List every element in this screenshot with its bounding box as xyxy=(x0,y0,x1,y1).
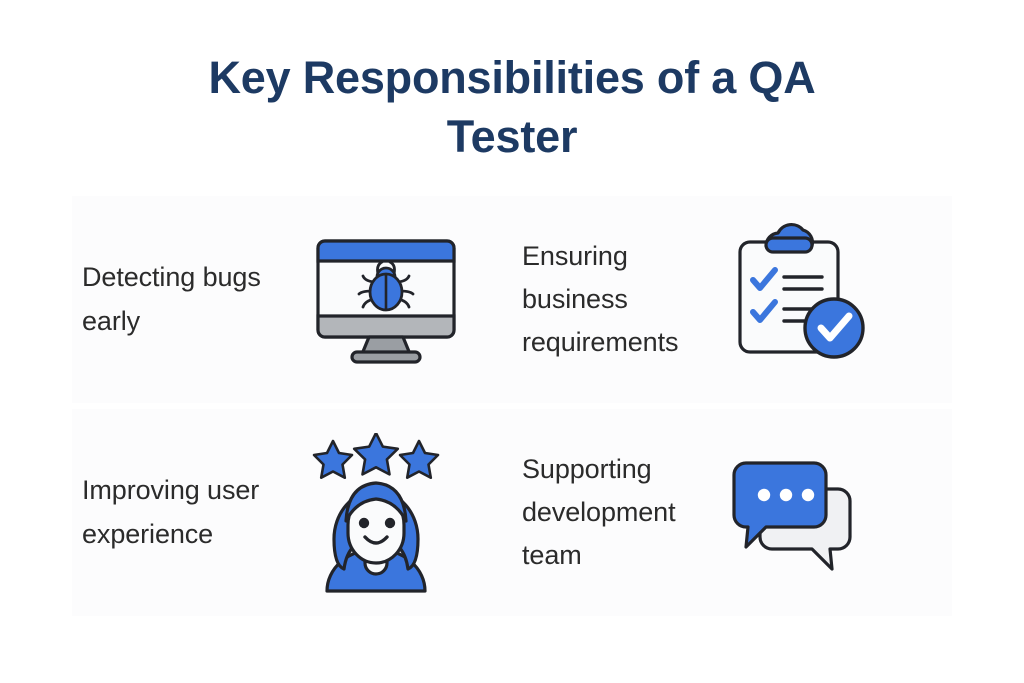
card-improving-user-experience: Improving user experience xyxy=(72,409,512,616)
clipboard-checklist-icon xyxy=(726,222,878,374)
title-block: Key Responsibilities of a QA Tester xyxy=(0,48,1024,167)
card-ensuring-business-requirements: Ensuring business requirements xyxy=(512,196,952,403)
user-rating-icon xyxy=(310,432,442,593)
chat-bubbles-icon xyxy=(728,457,856,573)
card-label-supporting-development-team: Supporting development team xyxy=(522,453,676,571)
card-supporting-development-team: Supporting development team xyxy=(512,409,952,616)
responsibilities-grid: Detecting bugs early xyxy=(72,196,952,616)
card-label-improving-user-experience: Improving user experience xyxy=(82,475,260,549)
page-title: Key Responsibilities of a QA Tester xyxy=(208,52,816,163)
card-label-detecting-bugs-early: Detecting bugs early xyxy=(82,262,261,336)
card-detecting-bugs-early: Detecting bugs early xyxy=(72,196,512,403)
monitor-with-bug-icon xyxy=(312,237,460,365)
card-label-ensuring-business-requirements: Ensuring business requirements xyxy=(522,240,679,358)
